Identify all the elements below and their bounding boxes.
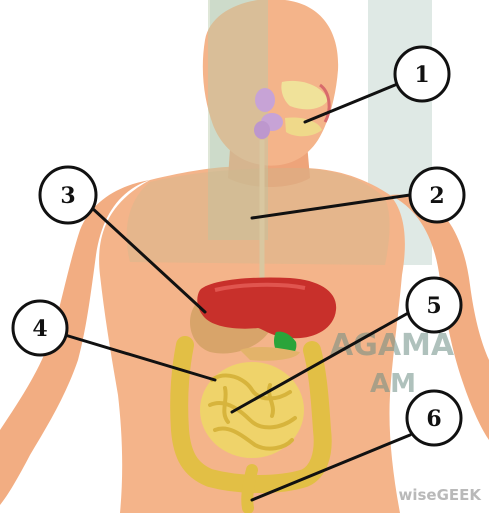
callout-3: 3 xyxy=(40,167,96,223)
callout-5: 5 xyxy=(407,278,461,332)
salivary-gland xyxy=(255,88,275,112)
callout-label-4: 4 xyxy=(32,316,47,342)
callout-6: 6 xyxy=(407,391,461,445)
callout-label-6: 6 xyxy=(426,406,441,432)
watermark-line2: AM xyxy=(370,369,416,399)
small-intestine xyxy=(200,362,304,458)
credit: wiseGEEK xyxy=(398,486,482,504)
callout-label-1: 1 xyxy=(414,62,429,88)
salivary-gland xyxy=(254,121,270,139)
callout-label-3: 3 xyxy=(60,183,75,209)
callout-1: 1 xyxy=(395,47,449,101)
callout-4: 4 xyxy=(13,301,67,355)
callout-2: 2 xyxy=(410,168,464,222)
callout-label-2: 2 xyxy=(429,183,444,209)
callout-label-5: 5 xyxy=(426,293,441,319)
rectum xyxy=(247,470,252,508)
